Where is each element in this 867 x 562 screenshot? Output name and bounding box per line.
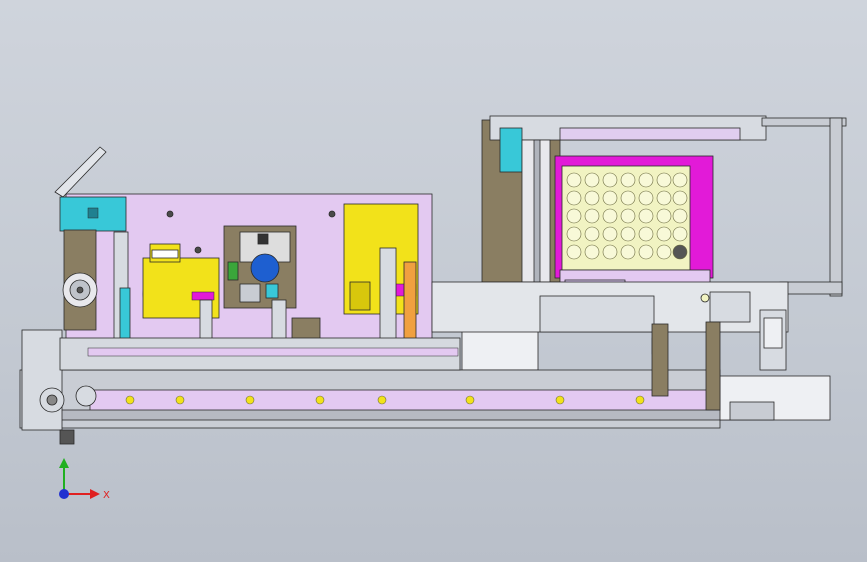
linear-rail-track bbox=[19, 329, 831, 431]
coordinate-triad: X bbox=[59, 458, 110, 501]
right-vertical-actuator bbox=[651, 323, 669, 397]
motor-assembly bbox=[223, 225, 297, 309]
tray-loader-module bbox=[481, 115, 847, 301]
left-end-gear bbox=[39, 385, 97, 445]
loader-cyan-block bbox=[499, 127, 523, 173]
tilted-lever bbox=[54, 146, 107, 198]
blue-motor-disc bbox=[250, 253, 280, 283]
tray-dark-pocket bbox=[672, 244, 688, 260]
frame-rod-bottom bbox=[779, 281, 843, 295]
right-mid-assembly bbox=[431, 281, 789, 371]
roller-left bbox=[62, 272, 98, 308]
frame-rod-side bbox=[829, 117, 843, 297]
x-axis-label: X bbox=[103, 490, 110, 501]
frame-rod-top bbox=[761, 117, 847, 127]
tray-pockets bbox=[566, 172, 688, 260]
origin-point bbox=[59, 489, 69, 499]
